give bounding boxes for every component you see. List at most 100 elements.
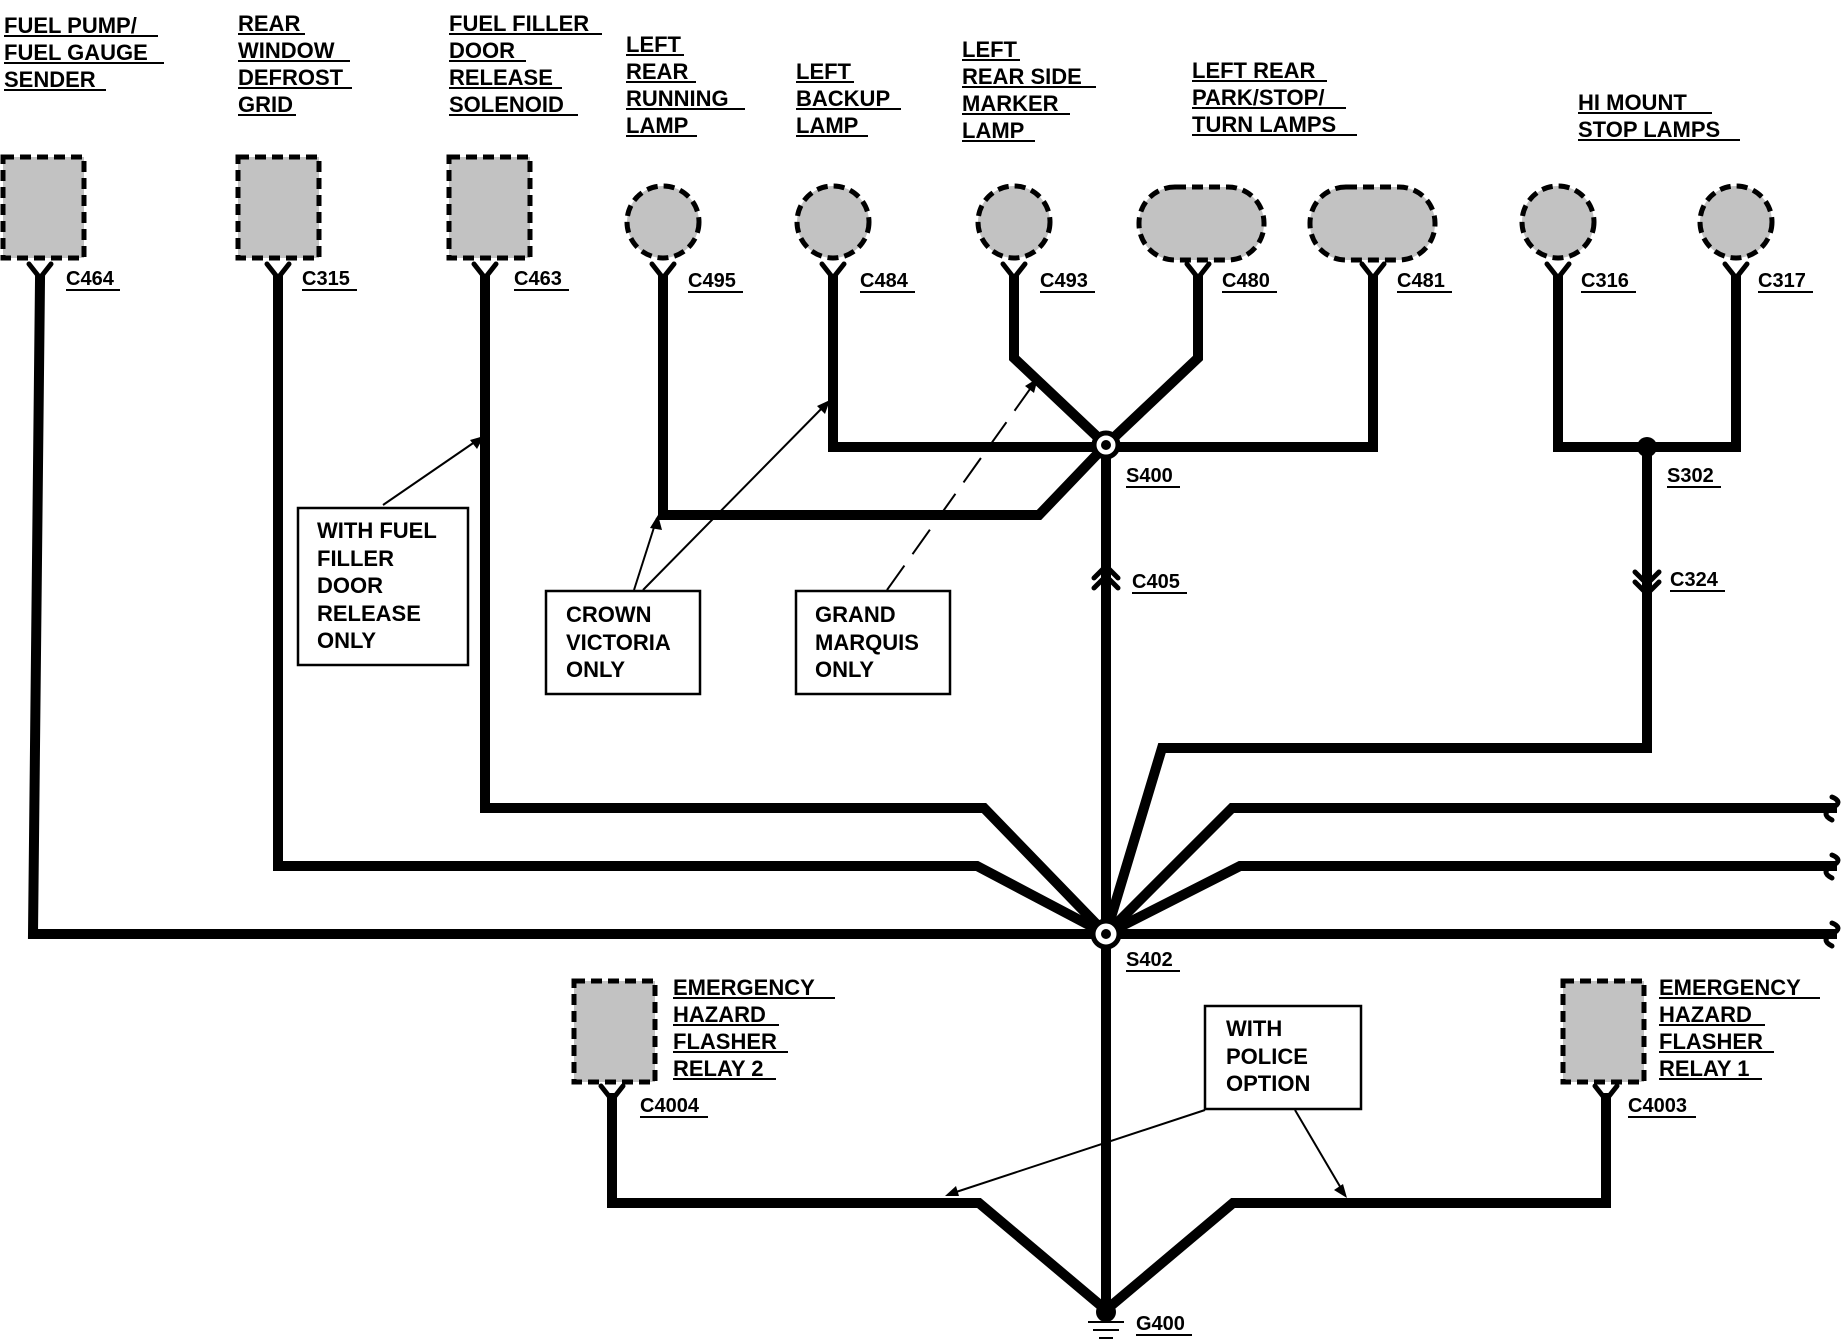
- park-stop-turn-lamp-b-component: [1307, 184, 1438, 263]
- arrowhead-icon: [817, 400, 830, 414]
- connector-pin-icon: [649, 261, 677, 283]
- arrowhead-icon: [470, 436, 484, 449]
- pointer-arrows: [382, 378, 1347, 1198]
- connector-pin-icon: [26, 261, 54, 283]
- wire-c481: [1101, 275, 1378, 452]
- splice-s402-dot: [1101, 929, 1111, 939]
- note-police-text: WITH POLICE OPTION: [1226, 1016, 1314, 1096]
- connector-pin-icon: [819, 261, 847, 283]
- arrowhead-icon: [650, 515, 662, 530]
- hi-mount-lamp-b-component: [1697, 183, 1775, 261]
- splice-label-s302: S302: [1667, 465, 1714, 487]
- fuel-filler-door-component: [446, 154, 533, 261]
- inline-connector-c324-icon: [1632, 579, 1662, 598]
- note-crown-victoria-box: [544, 589, 702, 696]
- connector-pin-icon: [1722, 261, 1750, 283]
- ground-icon: [1088, 1302, 1124, 1339]
- connector-pin-icon: [1359, 261, 1387, 283]
- rear-window-defrost-label: REAR WINDOW DEFROST GRID: [238, 11, 349, 117]
- connector-label-c317: C317: [1758, 270, 1806, 292]
- components: [0, 154, 1775, 1085]
- connector-label-c463: C463: [514, 268, 562, 290]
- note-boxes: [296, 506, 1363, 1111]
- connector-label-c480: C480: [1222, 270, 1270, 292]
- connector-pins: [26, 261, 1750, 1105]
- wire-c480: [1098, 275, 1203, 453]
- connector-pin-icon: [1000, 261, 1028, 283]
- connector-pin-icon: [1544, 261, 1572, 283]
- pointer-line: [949, 1109, 1206, 1195]
- left-rear-running-lamp-label: LEFT REAR RUNNING LAMP: [626, 32, 735, 138]
- inline-connector-c405-icon: [1091, 562, 1121, 581]
- connector-label-c484: C484: [860, 270, 909, 292]
- connector-pin-icon: [264, 261, 292, 283]
- hi-mount-lamp-a-component: [1519, 183, 1597, 261]
- splice-label-s402: S402: [1126, 949, 1173, 971]
- pointer-line: [382, 436, 483, 506]
- connector-pin-icon: [1592, 1083, 1620, 1105]
- fuel-filler-door-label: FUEL FILLER DOOR RELEASE SOLENOID: [449, 11, 595, 117]
- wire-c4004: [607, 1093, 1114, 1318]
- connector-label-c481: C481: [1397, 270, 1445, 292]
- hi-mount-label: HI MOUNT STOP LAMPS: [1578, 90, 1720, 142]
- pointer-line: [1294, 1109, 1346, 1196]
- arrowhead-icon: [1334, 1184, 1347, 1198]
- left-backup-lamp-label: LEFT BACKUP LAMP: [796, 59, 896, 138]
- park-stop-turn-lamp-a-component: [1136, 184, 1267, 263]
- connector-pin-icon: [598, 1083, 626, 1105]
- fuel-pump-label: FUEL PUMP/ FUEL GAUGE SENDER: [4, 13, 154, 92]
- off-page-ends: [1823, 794, 1841, 949]
- wire-c316: [1553, 275, 1741, 452]
- connector-pin-icon: [1184, 261, 1212, 283]
- inline-connector-c324-icon: [1632, 569, 1662, 588]
- inline-connector-c405-icon: [1091, 572, 1121, 591]
- off-page-end-icon: [1823, 852, 1841, 881]
- note-police-box: [1203, 1004, 1363, 1111]
- arrowhead-icon: [945, 1186, 959, 1196]
- note-crown-victoria-text: CROWN VICTORIA ONLY: [566, 602, 676, 682]
- left-rear-side-marker-component: [975, 183, 1053, 261]
- rear-window-defrost-component: [235, 154, 322, 261]
- connector-pin-icon: [471, 261, 499, 283]
- wire-c4003: [1098, 1093, 1611, 1318]
- connector-label-c493: C493: [1040, 270, 1088, 292]
- splice-s400-dot: [1101, 440, 1111, 450]
- off-page-end-icon: [1823, 920, 1841, 949]
- splices: [1090, 430, 1657, 950]
- wire-off-page-1: [1098, 803, 1837, 942]
- arrowhead-icon: [1025, 378, 1038, 393]
- wire-c484: [828, 275, 1111, 452]
- wire-c463: [480, 275, 1114, 942]
- pointer-line: [642, 401, 829, 591]
- connector-label-c464: C464: [66, 268, 115, 290]
- off-page-end-icon: [1823, 794, 1841, 823]
- labels: FUEL PUMP/ FUEL GAUGE SENDER REAR WINDOW…: [4, 11, 1820, 1336]
- connector-label-c316: C316: [1581, 270, 1629, 292]
- wire-c493: [1009, 275, 1114, 453]
- left-backup-lamp-component: [794, 183, 872, 261]
- hazard-relay-2-component: [571, 978, 658, 1085]
- splice-label-s400: S400: [1126, 465, 1173, 487]
- wire-off-page-2: [1099, 861, 1837, 941]
- inline-label-c405: C405: [1132, 571, 1180, 593]
- fuel-pump-component: [0, 154, 87, 261]
- hazard-relay-1-label: EMERGENCY HAZARD FLASHER RELAY 1: [1659, 975, 1807, 1081]
- left-rear-side-marker-label: LEFT REAR SIDE MARKER LAMP: [962, 37, 1088, 143]
- wires: [27, 274, 1837, 1318]
- pointer-line: [886, 381, 1036, 591]
- splice-s302: [1637, 437, 1657, 457]
- connector-label-c4003: C4003: [1628, 1095, 1687, 1117]
- wire-c495: [658, 275, 1114, 520]
- ground-label-g400: G400: [1136, 1313, 1185, 1335]
- connector-label-c4004: C4004: [640, 1095, 700, 1117]
- wire-s302-to-s402: [1099, 440, 1652, 941]
- wire-c315: [273, 275, 1113, 941]
- pointer-line: [633, 517, 658, 591]
- wire-c464: [27, 274, 1111, 939]
- note-grand-marquis-box: [794, 589, 952, 696]
- note-grand-marquis-text: GRAND MARQUIS ONLY: [815, 602, 925, 682]
- hazard-relay-1-component: [1560, 978, 1647, 1085]
- inline-label-c324: C324: [1670, 569, 1719, 591]
- note-fuel-door-text: WITH FUEL FILLER DOOR RELEASE ONLY: [317, 518, 442, 653]
